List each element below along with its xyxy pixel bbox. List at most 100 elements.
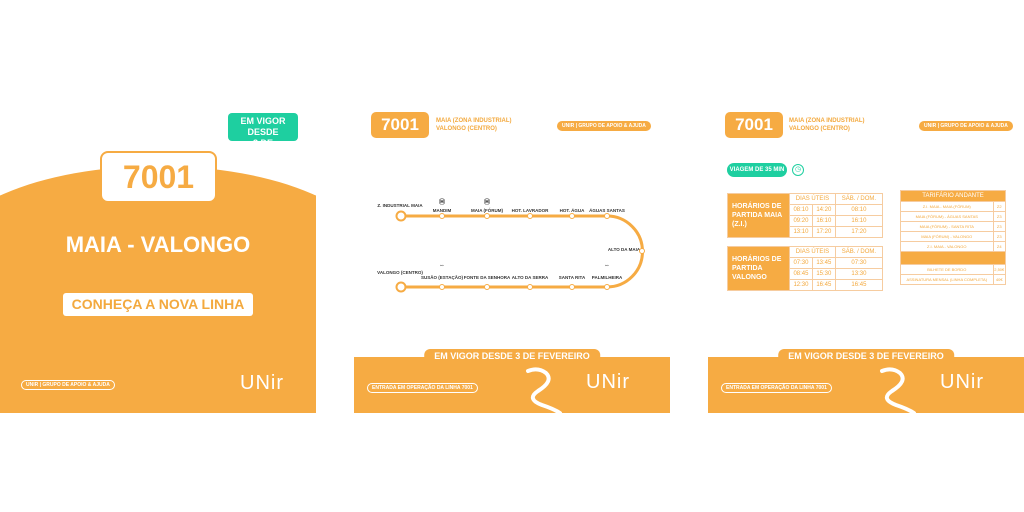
fare-price: 2,50€ <box>992 264 1006 275</box>
time: 14:20 <box>811 204 836 216</box>
line-number: 7001 <box>371 112 429 138</box>
schedule-title: HORÁRIOS DE PARTIDA VALONGO <box>727 246 790 291</box>
fares-divider <box>900 251 1006 265</box>
trip-duration-badge: VIAGEM DE 35 MIN <box>727 163 787 177</box>
org-tag: UNIR | GRUPO DE APOIO & AJUDA <box>21 380 115 390</box>
route-endpoints: MAIA (ZONA INDUSTRIAL) VALONGO (CENTRO) <box>789 117 865 133</box>
fare-zone: Z3 <box>992 211 1006 222</box>
time: 07:30 <box>834 257 884 269</box>
stop-label: MAIA (FÓRUM) <box>470 208 504 213</box>
route-endpoints: MAIA (ZONA INDUSTRIAL) VALONGO (CENTRO) <box>436 117 512 133</box>
effective-date-tab: EM VIGOR DESDE 3 DE FEVEREIRO <box>424 349 600 363</box>
fares-title: TARIFÁRIO ANDANTE <box>900 190 1006 202</box>
unir-logo: UNir <box>586 371 630 393</box>
z-swoosh-icon <box>526 367 562 413</box>
time: 16:10 <box>834 215 884 227</box>
badge-line: 3 DE FEVEREIRO <box>236 138 289 159</box>
stop-dot <box>569 284 575 290</box>
metro-icon: Ⓜ <box>483 200 491 206</box>
fare-type: BILHETE DE BORDO <box>900 264 994 275</box>
stop-dot <box>484 213 490 219</box>
time: 08:10 <box>789 204 813 216</box>
learn-more-button[interactable]: CONHEÇA A NOVA LINHA <box>63 293 253 316</box>
fare-segment: Z.I. MAIA - VALONGO <box>900 241 994 252</box>
stop-dot <box>639 248 645 254</box>
col-header: SÁB. / DOM. <box>834 193 884 205</box>
org-tag: UNIR | GRUPO DE APOIO & AJUDA <box>919 121 1013 131</box>
orange-arch <box>0 166 316 413</box>
stop-label: ALTO DA SERRA <box>511 275 549 280</box>
stop-label: SANTA RITA <box>558 275 586 280</box>
tab-text: EM VIGOR DESDE <box>788 351 870 361</box>
train-icon: ⇔ <box>439 263 445 269</box>
metro-icon: Ⓜ <box>438 200 446 206</box>
time: 13:10 <box>789 226 813 238</box>
destination: VALONGO (CENTRO) <box>436 126 497 132</box>
stop-dot <box>439 284 445 290</box>
stop-dot <box>569 213 575 219</box>
stop-label: ÁGUAS SANTAS <box>589 208 625 213</box>
origin: MAIA (ZONA INDUSTRIAL) <box>789 118 865 124</box>
unir-logo: UNir <box>940 371 984 393</box>
fare-segment: MAIA (FÓRUM) - SANTA RITA <box>900 221 994 232</box>
stop-dot <box>527 213 533 219</box>
fare-segment: MAIA (FÓRUM) - VALONGO <box>900 231 994 242</box>
col-header: DIAS ÚTEIS <box>789 193 836 205</box>
tab-date: 3 DE FEVEREIRO <box>869 351 944 361</box>
effective-date-tab: EM VIGOR DESDE 3 DE FEVEREIRO <box>778 349 954 363</box>
route-start: Z. INDUSTRIAL MAIA <box>377 203 423 208</box>
stop-dot <box>604 284 610 290</box>
table-row: ASSINATURA MENSAL (LINHA COMPLETA)40€ <box>900 274 1006 285</box>
stop-label: PALMILHEIRA <box>591 275 623 280</box>
stop-label: FONTE DA SENHORA <box>463 275 511 280</box>
destination: VALONGO (CENTRO) <box>789 126 850 132</box>
fare-type: ASSINATURA MENSAL (LINHA COMPLETA) <box>900 274 994 285</box>
stop-label: HOT. ÁGUA <box>559 208 585 213</box>
stop-dot <box>484 284 490 290</box>
stop-label: HOT. LAVRADOR <box>511 208 549 213</box>
schedule-title: HORÁRIOS DE PARTIDA MAIA (Z.I.) <box>727 193 790 238</box>
tab-date: 3 DE FEVEREIRO <box>515 351 590 361</box>
col-header: DIAS ÚTEIS <box>789 246 836 258</box>
launch-pill: ENTRADA EM OPERAÇÃO DA LINHA 7001 <box>367 383 478 393</box>
effective-date-badge: EM VIGOR DESDE 3 DE FEVEREIRO <box>228 113 298 159</box>
stop-dot <box>439 213 445 219</box>
stop-dot <box>604 213 610 219</box>
origin: MAIA (ZONA INDUSTRIAL) <box>436 118 512 124</box>
train-icon: ⇔ <box>604 263 610 269</box>
fare-zone: Z3 <box>992 221 1006 232</box>
stop-label: MANDIM <box>432 208 452 213</box>
time: 08:45 <box>789 268 813 280</box>
time: 08:10 <box>834 204 884 216</box>
time: 09:20 <box>789 215 813 227</box>
time: 07:30 <box>789 257 813 269</box>
time: 15:30 <box>811 268 836 280</box>
fare-segment: Z.I. MAIA - MAIA (FÓRUM) <box>900 201 994 212</box>
time: 13:45 <box>811 257 836 269</box>
route-end: VALONGO (CENTRO) <box>377 270 423 275</box>
stop-label: SUSÃO (ESTAÇÃO) <box>421 275 463 280</box>
line-number: 7001 <box>100 151 217 203</box>
route-title: MAIA - VALONGO <box>65 232 251 257</box>
time: 12:30 <box>789 279 813 291</box>
time: 16:45 <box>834 279 884 291</box>
badge-line: EM VIGOR DESDE <box>240 116 286 137</box>
stop-dot <box>527 284 533 290</box>
clock-icon: ◷ <box>792 164 804 176</box>
line-number: 7001 <box>725 112 783 138</box>
time: 17:20 <box>811 226 836 238</box>
fare-segment: MAIA (FÓRUM) - ÁGUAS SANTAS <box>900 211 994 222</box>
time: 17:20 <box>834 226 884 238</box>
fares-table: TARIFÁRIO ANDANTE Z.I. MAIA - MAIA (FÓRU… <box>900 190 1006 285</box>
fare-zone: Z3 <box>992 231 1006 242</box>
